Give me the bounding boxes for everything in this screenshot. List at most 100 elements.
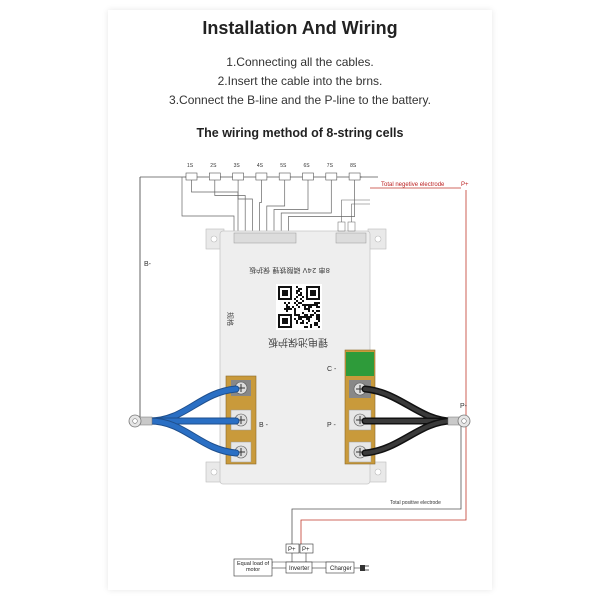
ntc-socket xyxy=(335,232,367,244)
qr-module xyxy=(304,326,306,328)
balance-port xyxy=(233,232,297,244)
total-positive-wire xyxy=(291,418,462,544)
qr-module xyxy=(318,316,320,318)
cell-connector-2 xyxy=(209,172,221,181)
qr-module xyxy=(300,292,302,294)
qr-module xyxy=(318,326,320,328)
qr-module xyxy=(316,302,318,304)
qr-module xyxy=(306,322,308,324)
qr-module xyxy=(286,306,288,308)
qr-module xyxy=(308,310,310,312)
b-minus-cables xyxy=(146,385,240,457)
p-screw-slots xyxy=(356,385,364,456)
cell-connector-7 xyxy=(325,172,338,181)
qr-module xyxy=(304,316,306,318)
qr-module xyxy=(288,306,290,308)
b-lug-sleeve xyxy=(139,416,153,426)
qr-module xyxy=(314,324,316,326)
qr-module xyxy=(286,304,288,306)
qr-module xyxy=(298,294,300,296)
qr-module xyxy=(314,302,316,304)
harness-wire-4 xyxy=(259,180,262,233)
qr-module xyxy=(310,326,312,328)
harness-wire-6 xyxy=(273,180,309,233)
ntc-port-1 xyxy=(337,221,346,232)
qr-module xyxy=(294,314,296,316)
qr-module xyxy=(296,320,298,322)
qr-module xyxy=(304,304,306,306)
qr-module xyxy=(316,304,318,306)
qr-module xyxy=(314,312,316,314)
qr-module xyxy=(302,312,304,314)
total-positive-label: Total positive electrode xyxy=(390,500,441,506)
total-negative-label: Total negetive electrode xyxy=(381,182,445,188)
qr-module xyxy=(308,308,310,310)
qr-module xyxy=(308,306,310,308)
qr-module xyxy=(290,308,292,310)
c-minus-label: C - xyxy=(327,366,337,373)
charger-label: Charger xyxy=(330,566,352,572)
qr-module xyxy=(318,310,320,312)
qr-module xyxy=(308,318,310,320)
qr-finder-part xyxy=(282,318,288,324)
qr-module xyxy=(310,316,312,318)
p-minus-terminal-label: P - xyxy=(327,422,336,429)
cell-label-6: 6S xyxy=(304,163,311,169)
page-title: Installation And Wiring xyxy=(202,18,398,38)
qr-module xyxy=(310,306,312,308)
qr-module xyxy=(298,288,300,290)
qr-module xyxy=(306,326,308,328)
qr-module xyxy=(286,310,288,312)
qr-module xyxy=(300,288,302,290)
qr-finder-part xyxy=(310,290,316,296)
qr-module xyxy=(294,302,296,304)
qr-module xyxy=(300,322,302,324)
qr-module xyxy=(298,302,300,304)
charger-box xyxy=(325,561,355,574)
load-box xyxy=(233,558,273,577)
plug-body xyxy=(360,565,365,571)
cell-label-5: 5S xyxy=(280,163,287,169)
load-box-text-wrap: Equal load of motor xyxy=(236,561,270,573)
qr-module xyxy=(306,308,308,310)
load-section: P+ P+ Equal load of motor Inverter Charg… xyxy=(233,543,369,577)
qr-module xyxy=(312,304,314,306)
board-chinese-title: 锂电池保护板 xyxy=(268,336,328,349)
qr-module xyxy=(318,314,320,316)
board-model-text: 8串 24V 磷酸铁锂 保护板 xyxy=(249,266,330,275)
qr-module xyxy=(316,324,318,326)
b-screw-slots xyxy=(237,384,245,456)
blue-cable-3 xyxy=(147,418,239,456)
qr-module xyxy=(304,314,306,316)
qr-module xyxy=(298,316,300,318)
b-minus-label: B- xyxy=(144,261,152,268)
protection-board: 8串 24V 磷酸铁锂 保护板 锂电池保护板 规格 xyxy=(205,221,387,485)
step-3: 3.Connect the B-line and the P-line to t… xyxy=(169,93,431,107)
qr-module xyxy=(284,302,286,304)
qr-module xyxy=(310,324,312,326)
qr-module xyxy=(316,316,318,318)
load-box-label: Equal load of motor xyxy=(236,561,270,573)
qr-module xyxy=(288,308,290,310)
cell-label-8: 8S xyxy=(350,163,357,169)
qr-module xyxy=(300,316,302,318)
qr-module xyxy=(296,300,298,302)
harness-wire-0 xyxy=(181,177,235,233)
qr-module xyxy=(306,316,308,318)
qr-module xyxy=(314,304,316,306)
qr-module xyxy=(298,318,300,320)
cell-label-2: 2S xyxy=(210,163,217,169)
qr-module xyxy=(284,308,286,310)
p-minus-lug xyxy=(447,414,471,428)
black-cable-3-inner xyxy=(363,419,454,455)
qr-module xyxy=(304,306,306,308)
qr-module xyxy=(316,318,318,320)
ntc-port-2 xyxy=(347,221,356,232)
b-minus-terminal-label: B - xyxy=(259,422,269,429)
cell-label-1: 1S xyxy=(187,163,194,169)
qr-module xyxy=(308,316,310,318)
cell-connector-5 xyxy=(278,172,291,181)
qr-module xyxy=(296,296,298,298)
inverter-label: Inverter xyxy=(289,566,309,572)
